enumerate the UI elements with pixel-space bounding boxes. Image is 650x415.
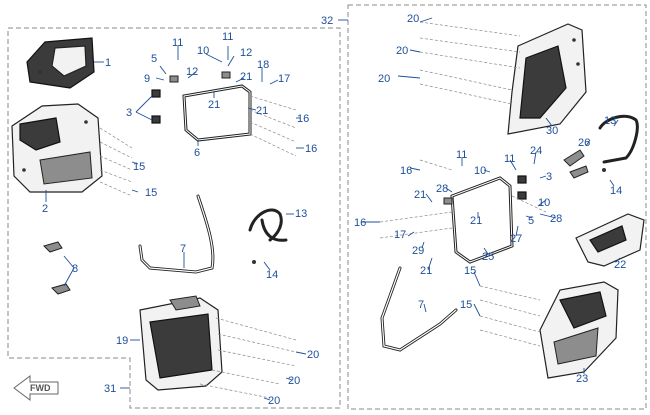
callout-28: 28 bbox=[436, 183, 448, 195]
part-cable-left bbox=[248, 208, 288, 264]
callout-3: 3 bbox=[546, 171, 552, 183]
callout-10: 10 bbox=[538, 197, 550, 209]
callout-20: 20 bbox=[396, 45, 408, 57]
callout-27: 27 bbox=[510, 233, 522, 245]
part-door-frame-right bbox=[443, 175, 527, 264]
callout-20: 20 bbox=[288, 375, 300, 387]
callout-26: 26 bbox=[578, 137, 590, 149]
callout-21: 21 bbox=[470, 215, 482, 227]
part-hinge-pins-left bbox=[43, 241, 71, 295]
callout-21: 21 bbox=[208, 99, 220, 111]
part-cable-right bbox=[563, 114, 639, 179]
part-door-seal-right bbox=[380, 266, 458, 352]
callout-14: 14 bbox=[610, 185, 622, 197]
callout-7: 7 bbox=[418, 299, 424, 311]
callout-21: 21 bbox=[256, 105, 268, 117]
callout-8: 8 bbox=[72, 263, 78, 275]
callout-31: 31 bbox=[104, 383, 116, 395]
callout-20: 20 bbox=[407, 13, 419, 25]
callout-13: 13 bbox=[295, 208, 307, 220]
callout-12: 12 bbox=[240, 47, 252, 59]
callout-3: 3 bbox=[126, 107, 132, 119]
callout-15: 15 bbox=[464, 265, 476, 277]
part-door-frame-left bbox=[151, 71, 252, 142]
fwd-label: FWD bbox=[30, 383, 51, 393]
fwd-arrow-icon: FWD bbox=[13, 375, 59, 401]
callout-9: 9 bbox=[144, 73, 150, 85]
callout-16: 16 bbox=[305, 143, 317, 155]
callout-17: 17 bbox=[394, 229, 406, 241]
part-upper-door-panel-right bbox=[507, 23, 587, 135]
callout-14: 14 bbox=[266, 269, 278, 281]
callout-29: 29 bbox=[412, 245, 424, 257]
callout-25: 25 bbox=[482, 251, 494, 263]
part-lower-door-panel bbox=[11, 103, 103, 193]
callout-20: 20 bbox=[268, 395, 280, 407]
callout-23: 23 bbox=[576, 373, 588, 385]
callout-2: 2 bbox=[42, 203, 48, 215]
callout-18: 18 bbox=[257, 59, 269, 71]
left-door-assembly-frame bbox=[7, 27, 341, 409]
callout-7: 7 bbox=[180, 243, 186, 255]
callout-16: 16 bbox=[400, 165, 412, 177]
part-lower-trim-left bbox=[139, 295, 223, 391]
callout-32: 32 bbox=[321, 15, 333, 27]
callout-11: 11 bbox=[222, 31, 233, 43]
callout-15: 15 bbox=[145, 187, 157, 199]
leader-lines bbox=[45, 17, 621, 401]
callout-16: 16 bbox=[354, 217, 366, 229]
callout-11: 11 bbox=[504, 153, 515, 165]
callout-16: 16 bbox=[297, 113, 309, 125]
callout-19: 19 bbox=[116, 335, 128, 347]
callout-21: 21 bbox=[240, 71, 252, 83]
callout-15: 15 bbox=[133, 161, 145, 173]
callout-15: 15 bbox=[460, 299, 472, 311]
assembly-lines bbox=[99, 21, 547, 399]
callout-5: 5 bbox=[151, 53, 157, 65]
part-upper-door-trim bbox=[26, 37, 95, 89]
callout-28: 28 bbox=[550, 213, 562, 225]
part-lower-door-panel-right bbox=[539, 281, 619, 379]
callout-10: 10 bbox=[474, 165, 486, 177]
callout-10: 10 bbox=[197, 45, 209, 57]
callout-1: 1 bbox=[105, 57, 111, 69]
callout-22: 22 bbox=[614, 259, 626, 271]
callout-11: 11 bbox=[456, 149, 467, 161]
part-door-seal-left bbox=[138, 194, 215, 274]
callout-11: 11 bbox=[172, 37, 183, 49]
callout-20: 20 bbox=[378, 73, 390, 85]
callout-24: 24 bbox=[530, 145, 542, 157]
callout-12: 12 bbox=[186, 66, 198, 78]
callout-6: 6 bbox=[194, 147, 200, 159]
callout-17: 17 bbox=[278, 73, 290, 85]
callout-30: 30 bbox=[546, 125, 558, 137]
part-trim-right bbox=[575, 213, 645, 267]
callout-20: 20 bbox=[307, 349, 319, 361]
right-door-assembly-frame bbox=[347, 4, 647, 410]
callout-13: 13 bbox=[604, 115, 616, 127]
callout-21: 21 bbox=[420, 265, 432, 277]
callout-5: 5 bbox=[528, 215, 534, 227]
callout-21: 21 bbox=[414, 189, 426, 201]
callout-labels: 1 2 3 5 6 7 8 9 10 11 11 12 12 13 14 15 … bbox=[42, 13, 626, 407]
